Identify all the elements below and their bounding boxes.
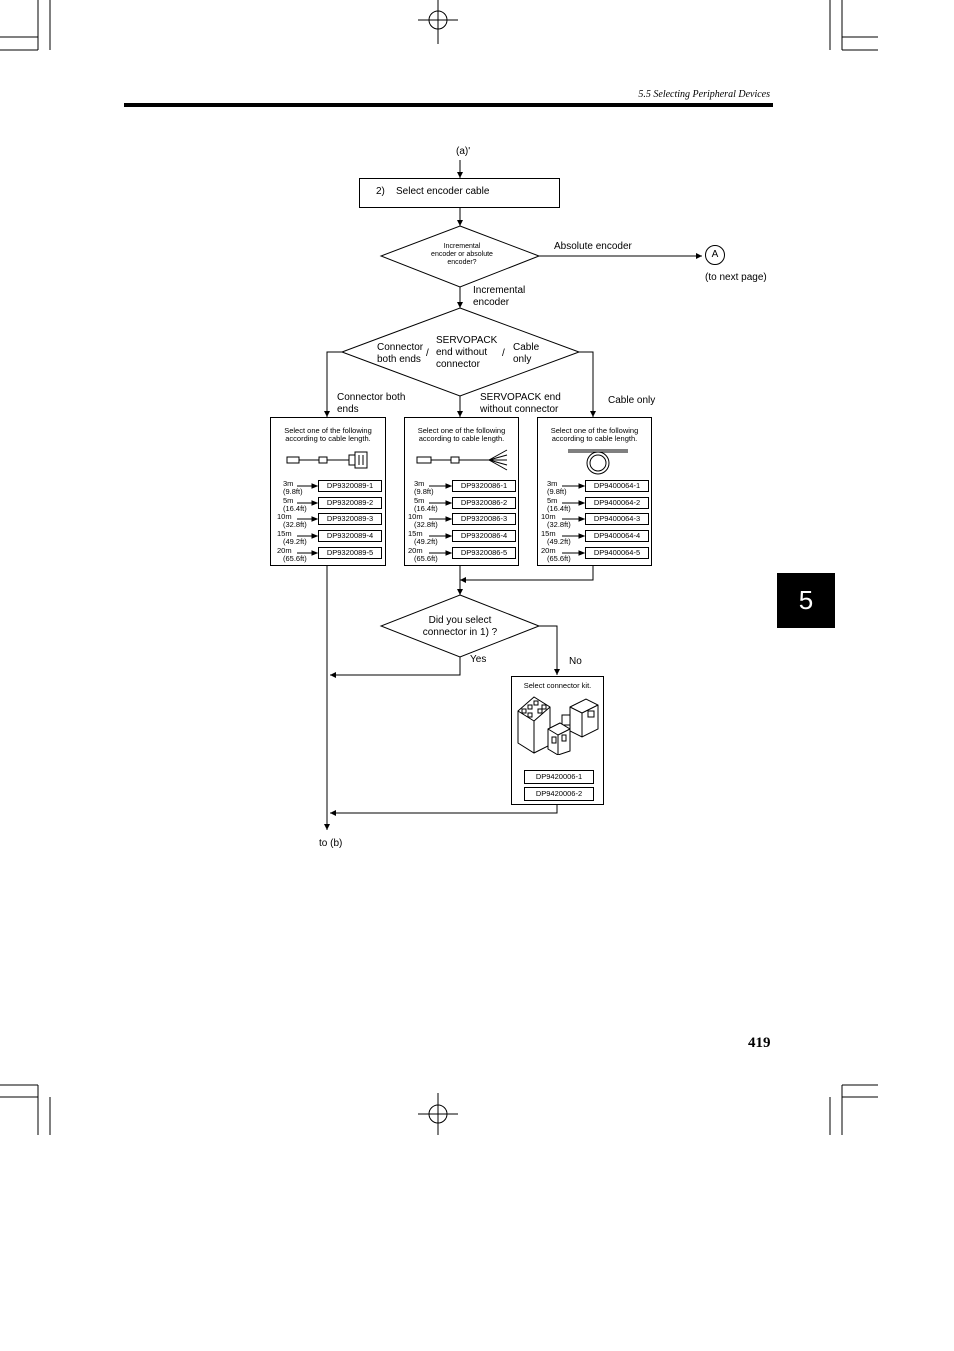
cable-loose-leads-illustration	[416, 449, 508, 471]
length-ft-label: (9.8ft)	[283, 487, 303, 496]
length-label: 20m	[408, 546, 423, 555]
cable-box-title: Select one of the following according to…	[417, 426, 506, 443]
page-number: 419	[748, 1035, 771, 1051]
header-rule	[124, 103, 773, 107]
step-box: 2) Select encoder cable	[359, 178, 560, 208]
length-label: 15m	[408, 529, 423, 538]
part-number: DP9400064-4	[585, 530, 649, 542]
part-number: DP9320089-4	[318, 530, 382, 542]
option-arrows	[297, 483, 319, 556]
cable-box-connector-both-ends: Select one of the following according to…	[270, 417, 386, 566]
connector-kit-box: Select connector kit. DP9420006-1 DP9420…	[511, 676, 604, 805]
part-number: DP9400064-3	[585, 513, 649, 525]
part-number: DP9320089-3	[318, 513, 382, 525]
part-number: DP9320086-2	[452, 497, 516, 509]
decision-separator: /	[502, 348, 505, 359]
branch-label-servopack-end: SERVOPACK end without connector	[480, 392, 561, 415]
decision-encoder-type: Incremental encoder or absolute encoder?	[431, 243, 493, 266]
length-label: 20m	[541, 546, 556, 555]
connector-kit-part-number: DP9420006-1	[524, 770, 594, 784]
yes-label: Yes	[470, 654, 487, 665]
cable-box-title: Select one of the following according to…	[550, 426, 639, 443]
cable-box-servopack-end-without-connector: Select one of the following according to…	[404, 417, 519, 566]
length-label: 3m	[283, 479, 294, 488]
exit-label: to (b)	[319, 838, 343, 849]
length-ft-label: (65.6ft)	[414, 554, 438, 563]
part-number: DP9400064-1	[585, 480, 649, 492]
to-next-page-label: (to next page)	[705, 272, 767, 283]
incremental-encoder-label: Incremental encoder	[473, 285, 526, 308]
branch-label-connector-both-ends: Connector both ends	[337, 392, 406, 415]
length-label: 3m	[547, 479, 558, 488]
step-label: 2) Select encoder cable	[376, 186, 490, 197]
option-arrows	[429, 483, 453, 556]
length-ft-label: (32.8ft)	[547, 520, 571, 529]
length-ft-label: (65.6ft)	[547, 554, 571, 563]
length-label: 5m	[414, 496, 425, 505]
cable-coil-illustration	[568, 449, 628, 475]
part-number: DP9320086-1	[452, 480, 516, 492]
length-ft-label: (32.8ft)	[283, 520, 307, 529]
length-label: 3m	[414, 479, 425, 488]
chapter-tab: 5	[777, 573, 835, 628]
decision-option-servopack-end: SERVOPACK end without connector	[436, 335, 498, 370]
length-ft-label: (9.8ft)	[547, 487, 567, 496]
part-number: DP9320086-3	[452, 513, 516, 525]
length-ft-label: (49.2ft)	[283, 537, 307, 546]
length-ft-label: (9.8ft)	[414, 487, 434, 496]
length-label: 15m	[277, 529, 292, 538]
decision-option-connector-both-ends: Connector both ends	[377, 342, 424, 365]
length-ft-label: (16.4ft)	[547, 504, 571, 513]
decision-connector-selected: Did you select connector in 1) ?	[422, 615, 498, 638]
option-arrows	[562, 483, 586, 556]
part-number: DP9400064-2	[585, 497, 649, 509]
branch-label-cable-only: Cable only	[608, 395, 656, 406]
part-number: DP9400064-5	[585, 547, 649, 559]
absolute-encoder-label: Absolute encoder	[554, 241, 632, 252]
part-number: DP9320086-5	[452, 547, 516, 559]
length-label: 10m	[277, 512, 292, 521]
length-label: 20m	[277, 546, 292, 555]
part-number: DP9320089-2	[318, 497, 382, 509]
offpage-connector-a: A	[705, 245, 725, 265]
connector-kit-title: Select connector kit.	[523, 681, 592, 690]
part-number: DP9320089-1	[318, 480, 382, 492]
length-label: 5m	[283, 496, 294, 505]
length-ft-label: (32.8ft)	[414, 520, 438, 529]
decision-separator: /	[426, 348, 429, 359]
length-ft-label: (49.2ft)	[414, 537, 438, 546]
part-number: DP9320089-5	[318, 547, 382, 559]
length-label: 15m	[541, 529, 556, 538]
length-ft-label: (49.2ft)	[547, 537, 571, 546]
no-label: No	[569, 656, 582, 667]
length-ft-label: (16.4ft)	[283, 504, 307, 513]
length-label: 10m	[541, 512, 556, 521]
connector-kit-part-number: DP9420006-2	[524, 787, 594, 801]
length-label: 10m	[408, 512, 423, 521]
part-number: DP9320086-4	[452, 530, 516, 542]
connector-kit-illustration	[517, 696, 599, 755]
decision-option-cable-only: Cable only	[513, 342, 540, 365]
cable-box-cable-only: Select one of the following according to…	[537, 417, 652, 566]
section-header: 5.5 Selecting Peripheral Devices	[638, 89, 770, 100]
length-label: 5m	[547, 496, 558, 505]
cable-box-title: Select one of the following according to…	[284, 426, 372, 443]
length-ft-label: (65.6ft)	[283, 554, 307, 563]
length-ft-label: (16.4ft)	[414, 504, 438, 513]
entry-label: (a)'	[456, 146, 471, 157]
cable-connector-both-ends-illustration	[286, 451, 368, 469]
